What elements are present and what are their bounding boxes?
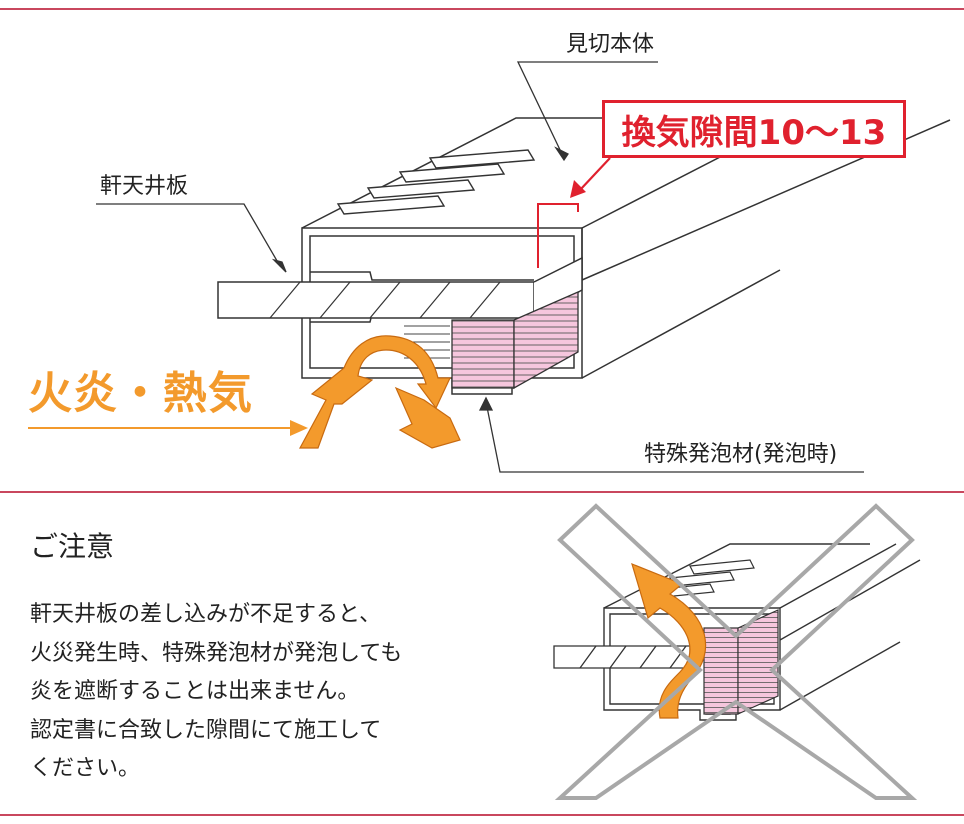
middle-divider xyxy=(0,491,964,493)
leader-foam xyxy=(485,401,864,473)
ventilation-gap-label: 換気隙間10～13 xyxy=(621,112,887,153)
gap-bracket xyxy=(537,203,579,268)
vent-slots xyxy=(336,149,536,215)
notice-line: 軒天井板の差し込みが不足すると、 xyxy=(30,602,382,627)
notice-line: 認定書に合致した隙間にて施工して xyxy=(30,717,382,743)
incorrect-install-diagram xyxy=(553,503,921,800)
foam-material-label: 特殊発泡材(発泡時) xyxy=(644,442,838,467)
notice-line: ください。 xyxy=(30,756,141,781)
frame-body-label: 見切本体 xyxy=(566,32,655,57)
notice-line: 火災発生時、特殊発泡材が発泡しても xyxy=(30,640,403,666)
bottom-divider xyxy=(0,814,964,816)
leader-ceiling-board xyxy=(96,203,281,267)
ventilation-gap-callout: 換気隙間10～13 xyxy=(602,100,906,158)
ceiling-board-label: 軒天井板 xyxy=(100,174,189,199)
notice-line: 炎を遮断することは出来ません。 xyxy=(30,679,360,704)
flame-arrows xyxy=(298,335,461,449)
ceiling-board-shape xyxy=(217,256,583,319)
top-divider xyxy=(0,8,964,10)
notice-title: ご注意 xyxy=(30,530,115,563)
fire-heat-label: 火炎・熱気 xyxy=(28,368,253,419)
foam-material-shape xyxy=(451,291,579,390)
cross-section-diagram xyxy=(28,61,951,473)
cross-mark xyxy=(554,503,918,800)
notice-body: 軒天井板の差し込みが不足すると、 火災発生時、特殊発泡材が発泡しても 炎を遮断す… xyxy=(30,596,510,789)
leader-frame-body xyxy=(516,61,658,155)
